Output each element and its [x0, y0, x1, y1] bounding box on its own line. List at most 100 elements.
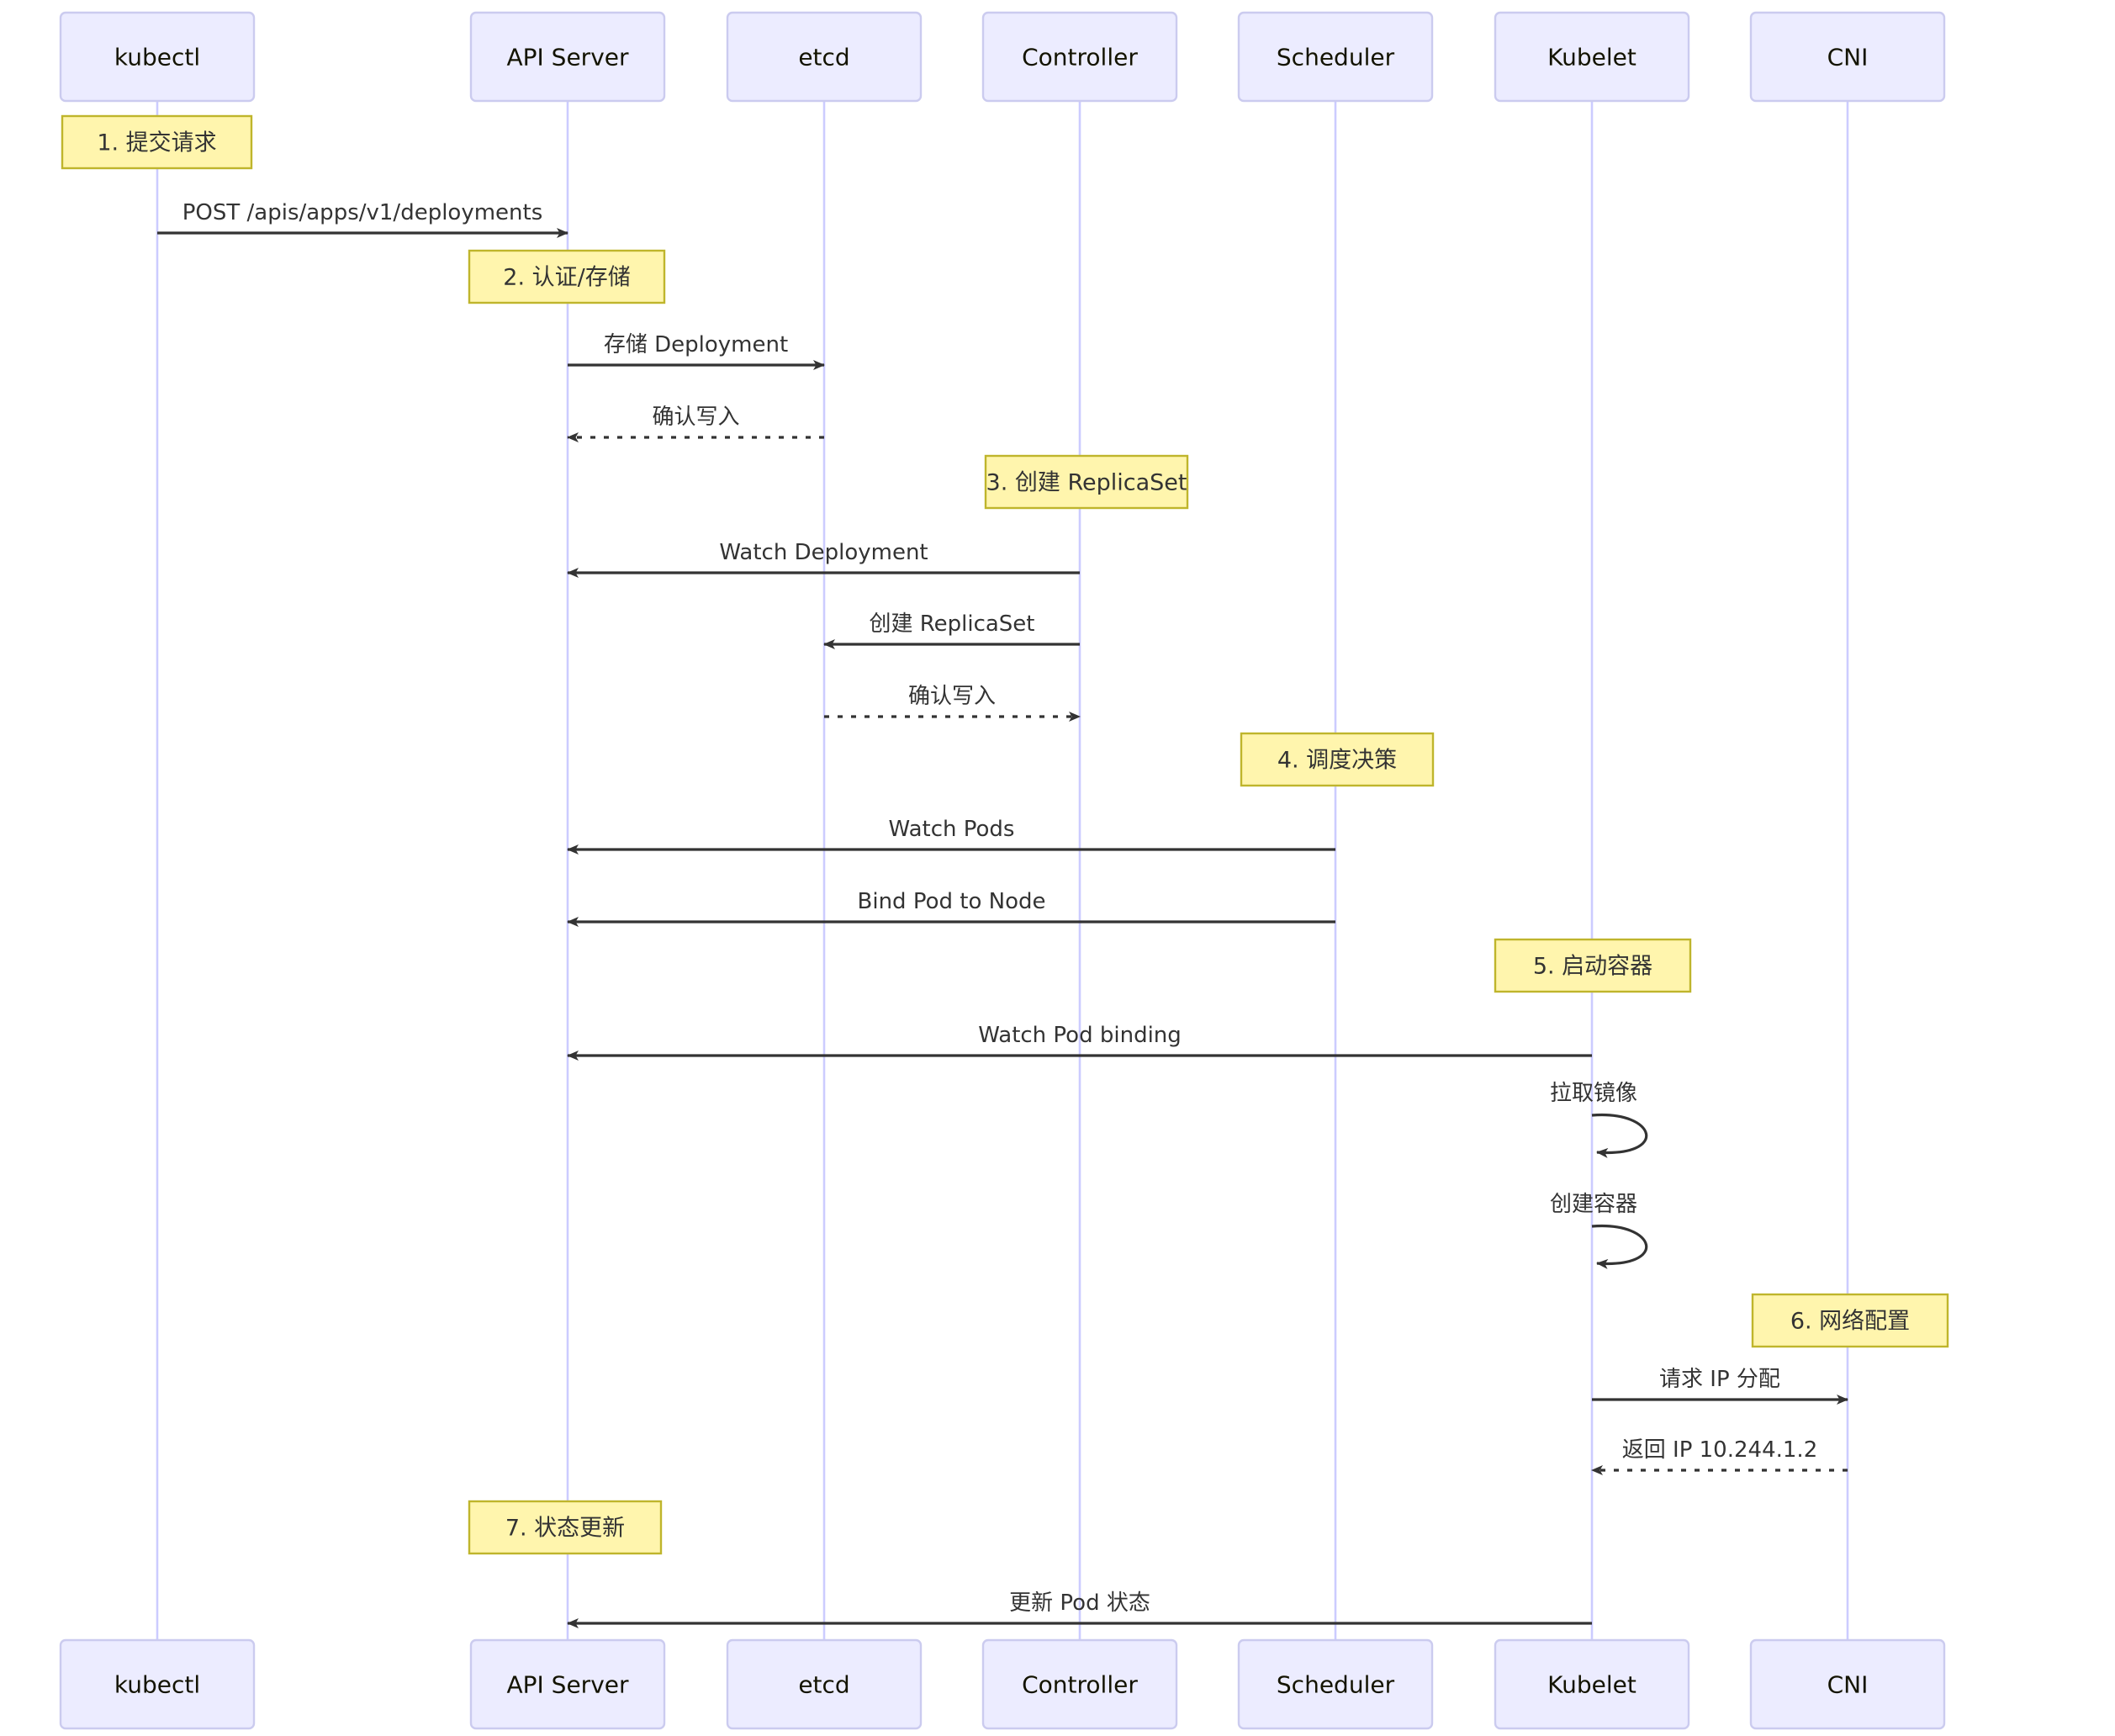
participant-label: kubectl — [114, 1671, 200, 1699]
note-label: 3. 创建 ReplicaSet — [986, 470, 1187, 496]
note-box — [468, 249, 666, 304]
message-label: POST /apis/apps/v1/deployments — [182, 200, 543, 225]
note-label: 5. 启动容器 — [1533, 954, 1652, 980]
message-m5: 创建 ReplicaSet — [823, 611, 1080, 649]
note-label: 4. 调度决策 — [1277, 748, 1397, 774]
participant-box[interactable] — [981, 11, 1178, 103]
participant-label: API Server — [506, 44, 629, 71]
participant-controller-top[interactable]: Controller — [981, 11, 1178, 103]
participant-etcd-bottom[interactable]: etcd — [726, 1638, 923, 1730]
participant-label: etcd — [798, 1671, 849, 1699]
message-label: 请求 IP 分配 — [1659, 1367, 1780, 1392]
participant-kubectl-top[interactable]: kubectl — [59, 11, 256, 103]
message-m2: 存储 Deployment — [568, 332, 825, 370]
participant-apiserver-bottom[interactable]: API Server — [469, 1638, 666, 1730]
message-label: 返回 IP 10.244.1.2 — [1622, 1437, 1817, 1463]
message-m1: POST /apis/apps/v1/deployments — [157, 200, 568, 238]
participant-label: Scheduler — [1277, 44, 1395, 71]
participant-label: etcd — [798, 44, 849, 71]
participant-box[interactable] — [469, 1638, 666, 1730]
message-label: Watch Pod binding — [978, 1023, 1182, 1048]
participant-box[interactable] — [1237, 11, 1434, 103]
self-message-arrow — [1591, 1224, 1648, 1269]
participant-box[interactable] — [1494, 11, 1690, 103]
message-m9: Watch Pod binding — [567, 1023, 1592, 1061]
participant-kubelet-bottom[interactable]: Kubelet — [1494, 1638, 1690, 1730]
message-label: Bind Pod to Node — [858, 889, 1046, 914]
message-label: 确认写入 — [908, 684, 996, 709]
note-box — [468, 1500, 663, 1555]
note-note-6: 6. 网络配置 — [1751, 1293, 1949, 1348]
participant-box[interactable] — [1494, 1638, 1690, 1730]
note-note-2: 2. 认证/存储 — [468, 249, 666, 304]
note-box — [61, 114, 253, 170]
participant-controller-bottom[interactable]: Controller — [981, 1638, 1178, 1730]
notes-group: 1. 提交请求 2. 认证/存储 3. 创建 ReplicaSet 4. 调度决策 5.… — [61, 114, 1949, 1555]
actor-boxes-bottom: kubectl API Server etcd Controller Scheduler… — [59, 1638, 1946, 1730]
self-message-label: 拉取镜像 — [1550, 1081, 1637, 1106]
message-m3: 确认写入 — [567, 405, 824, 442]
participant-scheduler-top[interactable]: Scheduler — [1237, 11, 1434, 103]
self-message-label: 创建容器 — [1550, 1192, 1637, 1217]
participant-label: Controller — [1022, 1671, 1138, 1699]
self-message-m10: 拉取镜像 — [1550, 1081, 1648, 1158]
participant-label: Controller — [1022, 44, 1138, 71]
note-note-7: 7. 状态更新 — [468, 1500, 663, 1555]
participant-box[interactable] — [726, 11, 923, 103]
actor-boxes-top: kubectl API Server etcd Controller Scheduler… — [59, 11, 1946, 103]
message-m12: 请求 IP 分配 — [1592, 1367, 1848, 1405]
message-m8: Bind Pod to Node — [567, 889, 1335, 927]
note-note-5: 5. 启动容器 — [1494, 938, 1692, 993]
note-note-4: 4. 调度决策 — [1240, 732, 1435, 787]
message-m14: 更新 Pod 状态 — [567, 1590, 1592, 1628]
participant-scheduler-bottom[interactable]: Scheduler — [1237, 1638, 1434, 1730]
participant-label: CNI — [1827, 1671, 1869, 1699]
participant-box[interactable] — [59, 1638, 256, 1730]
participant-label: kubectl — [114, 44, 200, 71]
participant-label: Kubelet — [1547, 1671, 1636, 1699]
note-note-3: 3. 创建 ReplicaSet — [984, 454, 1189, 510]
message-m6: 确认写入 — [824, 684, 1081, 722]
note-box — [1751, 1293, 1949, 1348]
participant-box[interactable] — [981, 1638, 1178, 1730]
message-label: Watch Deployment — [719, 540, 928, 565]
participant-box[interactable] — [469, 11, 666, 103]
participant-cni-bottom[interactable]: CNI — [1749, 1638, 1946, 1730]
participant-label: Scheduler — [1277, 1671, 1395, 1699]
note-label: 1. 提交请求 — [97, 130, 216, 156]
note-note-1: 1. 提交请求 — [61, 114, 253, 170]
participant-box[interactable] — [1749, 1638, 1946, 1730]
self-message-arrow — [1591, 1113, 1648, 1158]
messages-group: POST /apis/apps/v1/deployments 存储 Deploym… — [157, 200, 1848, 1628]
lifelines-group — [156, 101, 1849, 1640]
note-box — [1494, 938, 1692, 993]
self-message-m11: 创建容器 — [1550, 1192, 1648, 1269]
message-m13: 返回 IP 10.244.1.2 — [1591, 1437, 1848, 1475]
participant-box[interactable] — [726, 1638, 923, 1730]
message-m4: Watch Deployment — [567, 540, 1080, 578]
note-label: 2. 认证/存储 — [503, 265, 630, 291]
message-label: 确认写入 — [652, 405, 739, 430]
participant-kubelet-top[interactable]: Kubelet — [1494, 11, 1690, 103]
note-box — [1240, 732, 1435, 787]
participant-label: Kubelet — [1547, 44, 1636, 71]
participant-etcd-top[interactable]: etcd — [726, 11, 923, 103]
participant-label: API Server — [506, 1671, 629, 1699]
participant-label: CNI — [1827, 44, 1869, 71]
note-label: 6. 网络配置 — [1790, 1309, 1910, 1335]
message-label: Watch Pods — [889, 817, 1015, 842]
participant-box[interactable] — [1237, 1638, 1434, 1730]
participant-box[interactable] — [59, 11, 256, 103]
message-label: 存储 Deployment — [604, 332, 788, 357]
participant-box[interactable] — [1749, 11, 1946, 103]
message-label: 创建 ReplicaSet — [869, 611, 1034, 637]
participant-kubectl-bottom[interactable]: kubectl — [59, 1638, 256, 1730]
note-box — [984, 454, 1189, 510]
participant-cni-top[interactable]: CNI — [1749, 11, 1946, 103]
note-label: 7. 状态更新 — [505, 1516, 625, 1542]
participant-apiserver-top[interactable]: API Server — [469, 11, 666, 103]
message-m7: Watch Pods — [567, 817, 1335, 855]
